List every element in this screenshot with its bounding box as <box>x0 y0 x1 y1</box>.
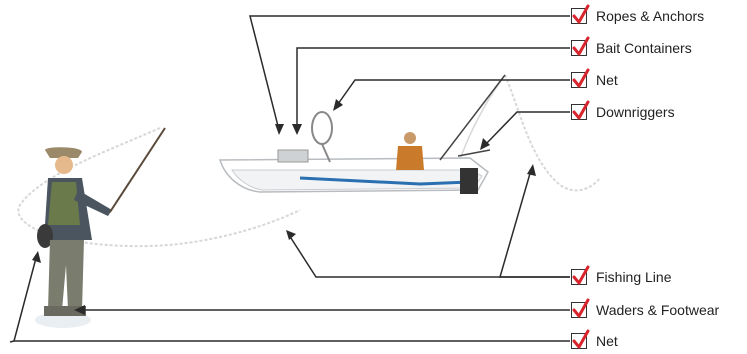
callout-label: Bait Containers <box>596 40 692 56</box>
checkbox-icon <box>571 4 590 24</box>
callout-net-boat: Net <box>571 68 618 90</box>
checkbox-icon <box>571 36 590 56</box>
callout-fishing-line: Fishing Line <box>571 265 672 287</box>
callout-label: Fishing Line <box>596 269 672 285</box>
callout-downriggers: Downriggers <box>571 100 675 122</box>
callout-label: Ropes & Anchors <box>596 8 705 24</box>
fishing-line-curve-2 <box>504 74 601 192</box>
leader-lines <box>9 15 570 343</box>
callout-ropes-anchors: Ropes & Anchors <box>571 4 705 26</box>
arrowheads <box>32 99 536 315</box>
boat <box>218 74 506 194</box>
callout-net-angler: Net <box>571 329 618 351</box>
checkbox-icon <box>571 68 590 88</box>
checkbox-icon <box>571 298 590 318</box>
callout-bait-containers: Bait Containers <box>571 36 692 58</box>
angler-figure <box>35 127 166 328</box>
callout-label: Downriggers <box>596 104 675 120</box>
callout-label: Waders & Footwear <box>596 302 720 318</box>
checkbox-icon <box>571 100 590 120</box>
callout-label: Net <box>596 72 618 88</box>
checkbox-icon <box>571 265 590 285</box>
checkbox-icon <box>571 329 590 349</box>
callout-waders-footwear: Waders & Footwear <box>571 298 720 320</box>
callout-label: Net <box>596 333 618 349</box>
